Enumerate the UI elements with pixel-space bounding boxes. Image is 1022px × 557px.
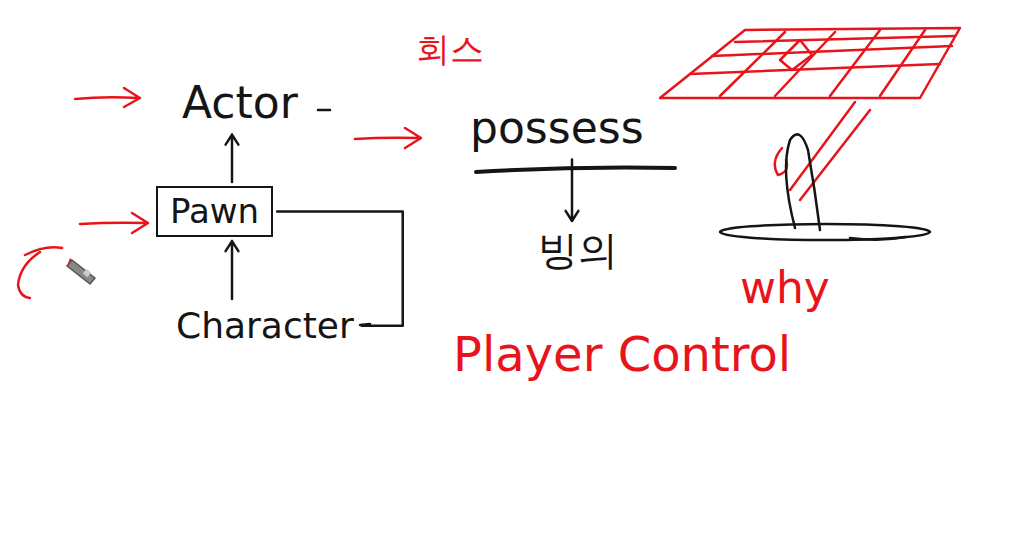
- node-text: Actor: [182, 78, 298, 129]
- figure-base: [850, 237, 905, 240]
- figure: [786, 134, 820, 230]
- light-ray: [790, 102, 870, 200]
- class-box: Pawn: [156, 186, 273, 237]
- class-name: Actor: [178, 76, 302, 131]
- class-name: Character: [172, 303, 358, 348]
- dash: [318, 109, 330, 112]
- node-text: Pawn: [170, 192, 259, 231]
- annotation: why: [740, 263, 830, 314]
- annotation: Player Control: [453, 327, 791, 382]
- inheritance-arrow: [226, 241, 239, 299]
- grid-plane: [690, 36, 955, 74]
- grid-cell: [780, 40, 812, 70]
- pointer-arrow: [75, 88, 140, 107]
- inheritance-arrow: [226, 135, 239, 182]
- term-translation: 빙의: [534, 225, 622, 275]
- node-text: 빙의: [538, 227, 618, 273]
- grid-plane: [660, 28, 960, 98]
- scribble: [18, 247, 62, 298]
- figure-base: [720, 224, 930, 240]
- pen-cursor: [67, 258, 95, 284]
- inheritance-arrow: [566, 160, 579, 221]
- pointer-arrow: [80, 213, 148, 233]
- node-text: Character: [176, 305, 354, 346]
- term: possess: [466, 101, 648, 156]
- pointer-arrow: [355, 128, 421, 148]
- annotation: 회스: [416, 30, 484, 69]
- underline: [476, 168, 675, 173]
- grid-plane: [720, 30, 925, 96]
- node-text: possess: [470, 103, 644, 154]
